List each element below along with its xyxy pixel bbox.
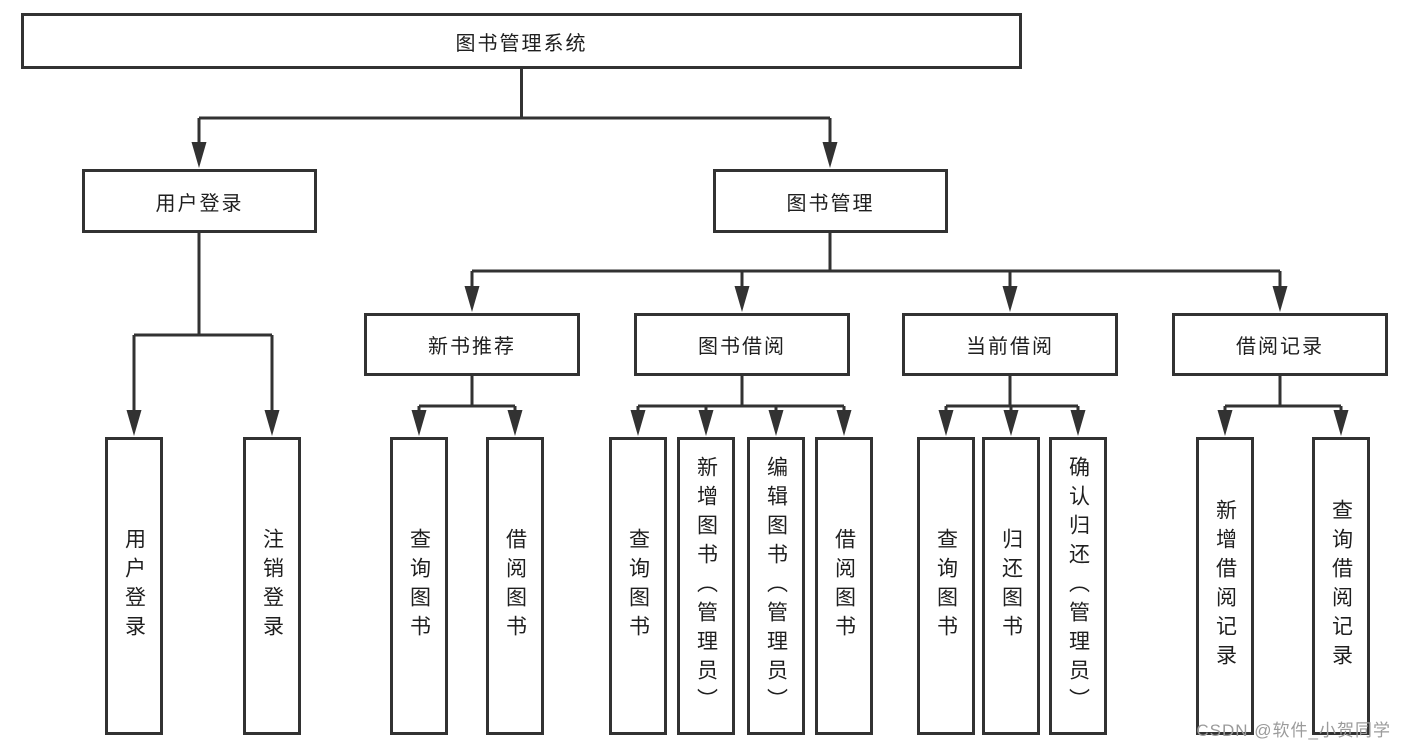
node-query-book-current: 查询图书 — [917, 437, 975, 735]
node-query-borrow-record: 查询借阅记录 — [1312, 437, 1370, 735]
node-book-management-group: 图书管理 — [713, 169, 948, 233]
arrow-down-icon — [698, 410, 714, 436]
connector-recommend-to-children — [417, 376, 517, 411]
arrow-down-icon — [1070, 410, 1086, 436]
arrow-down-icon — [768, 410, 784, 436]
node-current-borrow: 当前借阅 — [902, 313, 1118, 376]
node-confirm-return-admin: 确认归还（管理员） — [1049, 437, 1107, 735]
node-new-book-recommend: 新书推荐 — [364, 313, 580, 376]
node-add-book-admin: 新增图书（管理员） — [677, 437, 735, 735]
node-query-book-recommend: 查询图书 — [390, 437, 448, 735]
node-edit-book-admin: 编辑图书（管理员） — [747, 437, 805, 735]
watermark: CSDN @软件_小贺同学 — [1196, 721, 1391, 740]
arrow-down-icon — [836, 410, 852, 436]
node-user-login: 用户登录 — [105, 437, 163, 735]
node-library-system: 图书管理系统 — [21, 13, 1022, 69]
arrow-down-icon — [1002, 286, 1018, 312]
connector-login-to-children — [132, 233, 274, 411]
node-user-login-group: 用户登录 — [82, 169, 317, 233]
node-borrow-book: 借阅图书 — [815, 437, 873, 735]
node-add-borrow-record: 新增借阅记录 — [1196, 437, 1254, 735]
connector-borrow-to-children — [636, 376, 846, 411]
arrow-down-icon — [1003, 410, 1019, 436]
connector-records-to-children — [1223, 376, 1343, 411]
node-return-book: 归还图书 — [982, 437, 1040, 735]
arrow-down-icon — [464, 286, 480, 312]
arrow-down-icon — [630, 410, 646, 436]
arrow-down-icon — [1333, 410, 1349, 436]
node-logout-login: 注销登录 — [243, 437, 301, 735]
connector-root-to-level2 — [197, 69, 832, 144]
arrow-down-icon — [411, 410, 427, 436]
node-borrow-book-recommend: 借阅图书 — [486, 437, 544, 735]
arrow-down-icon — [938, 410, 954, 436]
node-query-book-borrow: 查询图书 — [609, 437, 667, 735]
arrow-down-icon — [264, 410, 280, 436]
arrow-down-icon — [1217, 410, 1233, 436]
arrow-down-icon — [507, 410, 523, 436]
arrow-down-icon — [734, 286, 750, 312]
connector-management-to-sections — [470, 233, 1282, 288]
arrow-down-icon — [1272, 286, 1288, 312]
node-book-borrow: 图书借阅 — [634, 313, 850, 376]
node-borrow-records: 借阅记录 — [1172, 313, 1388, 376]
connector-current-to-children — [944, 376, 1080, 411]
arrow-down-icon — [191, 142, 207, 168]
arrow-down-icon — [126, 410, 142, 436]
arrow-down-icon — [822, 142, 838, 168]
